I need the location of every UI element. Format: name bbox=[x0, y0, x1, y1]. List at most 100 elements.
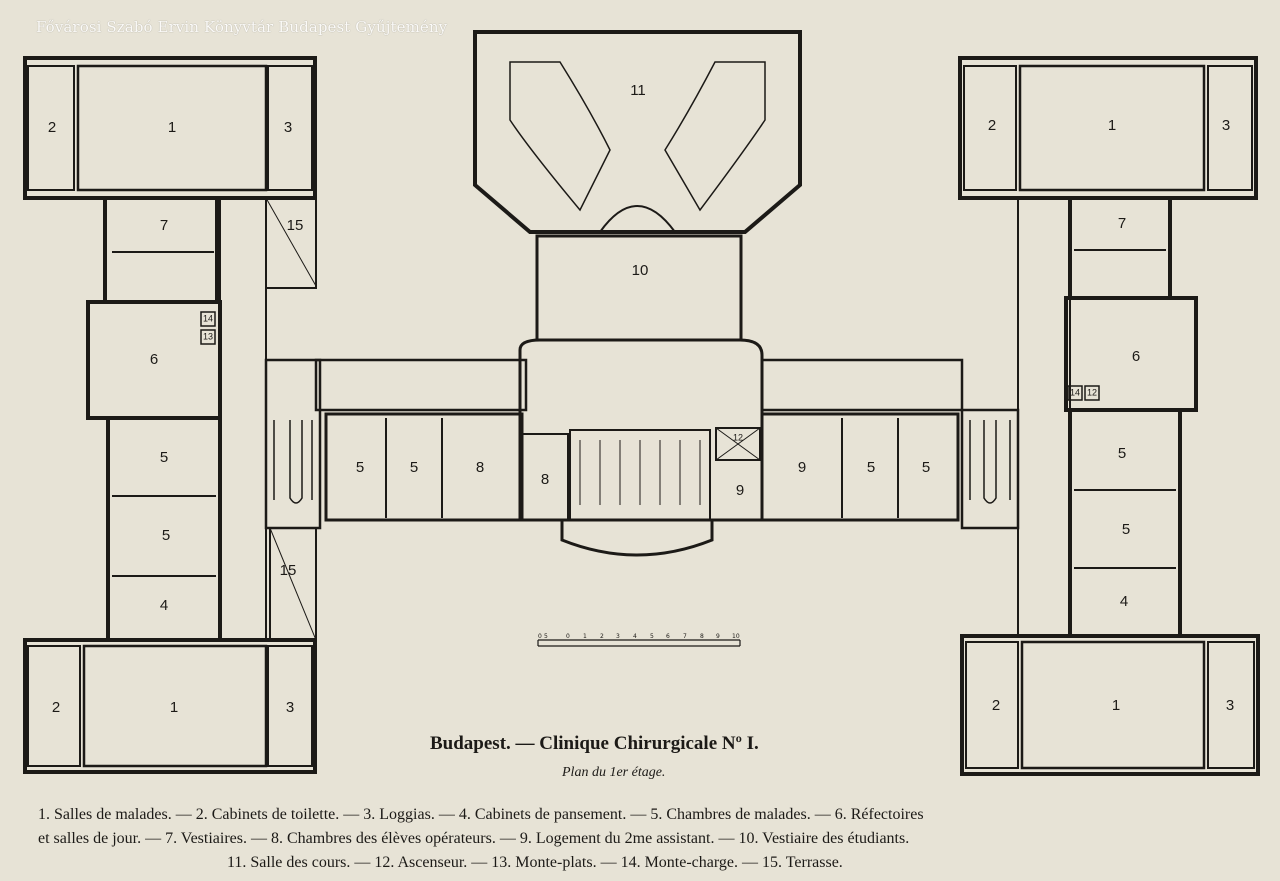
right-corridor bbox=[1017, 197, 1071, 637]
label-right-7: 7 bbox=[1118, 215, 1126, 232]
left-room-1-bottom bbox=[82, 644, 268, 768]
scale-label: 7 bbox=[683, 633, 687, 640]
central-right-rooms bbox=[760, 412, 960, 522]
left-wing-column bbox=[103, 196, 219, 304]
left-bottom-block bbox=[23, 638, 317, 774]
label-center-5-a: 5 bbox=[356, 459, 364, 476]
students-cloakroom bbox=[535, 234, 743, 342]
label-left-3-top: 3 bbox=[284, 119, 292, 136]
label-left-2-top: 2 bbox=[48, 119, 56, 136]
label-right-2-top: 2 bbox=[988, 117, 996, 134]
left-room-2-top bbox=[27, 65, 75, 191]
label-right-3-bottom: 3 bbox=[1226, 697, 1234, 714]
scale-label: 0 bbox=[538, 633, 542, 640]
lecture-stage bbox=[599, 205, 676, 233]
lecture-seating-right bbox=[664, 61, 766, 212]
label-left-2-bottom: 2 bbox=[52, 699, 60, 716]
scale-bar bbox=[537, 639, 741, 647]
right-stair bbox=[969, 420, 1011, 504]
plan-subtitle: Plan du 1er étage. bbox=[562, 765, 666, 780]
label-center-10: 10 bbox=[632, 262, 649, 279]
scale-label: 6 bbox=[666, 633, 670, 640]
label-center-5-d: 5 bbox=[922, 459, 930, 476]
scale-label: 5 bbox=[544, 633, 548, 640]
legend-line-3: 11. Salle des cours. — 12. Ascenseur. — … bbox=[227, 854, 843, 871]
left-room-1-top bbox=[76, 64, 268, 192]
label-center-9-b: 9 bbox=[798, 459, 806, 476]
entrance-apse bbox=[560, 520, 714, 557]
legend: 1. Salles de malades. — 2. Cabinets de t… bbox=[30, 803, 1260, 875]
scale-label: 0 bbox=[566, 633, 570, 640]
left-corridor bbox=[219, 197, 267, 641]
label-right-5-a: 5 bbox=[1118, 445, 1126, 462]
scale-label: 4 bbox=[633, 633, 637, 640]
label-left-1-bottom: 1 bbox=[170, 699, 178, 716]
lecture-hall bbox=[473, 30, 802, 234]
left-lift-box-14 bbox=[200, 311, 216, 327]
lecture-seating-left bbox=[509, 61, 611, 212]
label-right-4: 4 bbox=[1120, 593, 1128, 610]
label-left-1-top: 1 bbox=[168, 119, 176, 136]
library-watermark: Fővárosi Szabó Ervin Könyvtár Budapest G… bbox=[36, 18, 448, 36]
label-left-13: 13 bbox=[203, 331, 213, 341]
left-room-3-bottom bbox=[267, 645, 313, 767]
scale-labels: 0 5 0 1 2 3 4 5 6 7 8 9 10 bbox=[538, 633, 740, 640]
left-connector bbox=[314, 358, 528, 412]
legend-line-1: 1. Salles de malades. — 2. Cabinets de t… bbox=[38, 806, 924, 823]
label-center-8-b: 8 bbox=[541, 471, 549, 488]
label-center-5-b: 5 bbox=[410, 459, 418, 476]
left-lift-box-13 bbox=[200, 329, 216, 345]
central-hall bbox=[518, 338, 764, 522]
right-wing-column bbox=[1068, 196, 1172, 300]
scale-label: 9 bbox=[716, 633, 720, 640]
label-left-5-b: 5 bbox=[162, 527, 170, 544]
scale-label: 8 bbox=[700, 633, 704, 640]
room-labels: 2 1 3 7 15 14 13 6 5 5 4 15 2 1 3 11 10 … bbox=[48, 82, 1234, 716]
label-center-8-a: 8 bbox=[476, 459, 484, 476]
label-right-3-top: 3 bbox=[1222, 117, 1230, 134]
right-connector bbox=[760, 358, 964, 412]
left-room-3-top bbox=[267, 65, 313, 191]
right-lift-box-12 bbox=[1084, 385, 1100, 401]
right-stair-block bbox=[960, 408, 1020, 530]
scale-label: 1 bbox=[583, 633, 587, 640]
label-center-11: 11 bbox=[630, 82, 646, 99]
right-lift-box-14 bbox=[1067, 385, 1083, 401]
label-left-3-bottom: 3 bbox=[286, 699, 294, 716]
scale-label: 2 bbox=[600, 633, 604, 640]
right-room-1-top bbox=[1018, 64, 1206, 192]
scale-label: 5 bbox=[650, 633, 654, 640]
label-center-12: 12 bbox=[733, 432, 743, 442]
legend-line-2: et salles de jour. — 7. Vestiaires. — 8.… bbox=[38, 830, 910, 847]
scale-label: 3 bbox=[616, 633, 620, 640]
right-room-1-bottom bbox=[1020, 640, 1206, 770]
room-8-small bbox=[521, 433, 569, 521]
label-right-1-top: 1 bbox=[1108, 117, 1116, 134]
left-terrace-top bbox=[265, 197, 317, 289]
plan-title: Budapest. — Clinique Chirurgicale Nº I. bbox=[430, 733, 759, 754]
label-left-7: 7 bbox=[160, 217, 168, 234]
label-left-15-top: 15 bbox=[287, 217, 304, 234]
label-center-9-a: 9 bbox=[736, 482, 744, 499]
left-stair bbox=[273, 420, 313, 504]
label-right-6: 6 bbox=[1132, 348, 1140, 365]
label-right-14: 14 bbox=[1070, 387, 1080, 397]
label-left-14: 14 bbox=[203, 313, 213, 323]
right-room-2-bottom bbox=[965, 641, 1019, 769]
label-right-5-b: 5 bbox=[1122, 521, 1130, 538]
label-left-4: 4 bbox=[160, 597, 168, 614]
label-center-5-c: 5 bbox=[867, 459, 875, 476]
right-room-2-top bbox=[963, 65, 1017, 191]
label-left-5-a: 5 bbox=[160, 449, 168, 466]
central-stair bbox=[569, 429, 711, 521]
right-room-3-top bbox=[1207, 65, 1253, 191]
label-left-15-bottom: 15 bbox=[280, 562, 297, 579]
scale-label: 10 bbox=[732, 633, 740, 640]
label-left-6: 6 bbox=[150, 351, 158, 368]
label-right-1-bottom: 1 bbox=[1112, 697, 1120, 714]
label-right-2-bottom: 2 bbox=[992, 697, 1000, 714]
label-right-12: 12 bbox=[1087, 387, 1097, 397]
elevator-12 bbox=[715, 427, 761, 461]
right-room-3-bottom bbox=[1207, 641, 1255, 769]
